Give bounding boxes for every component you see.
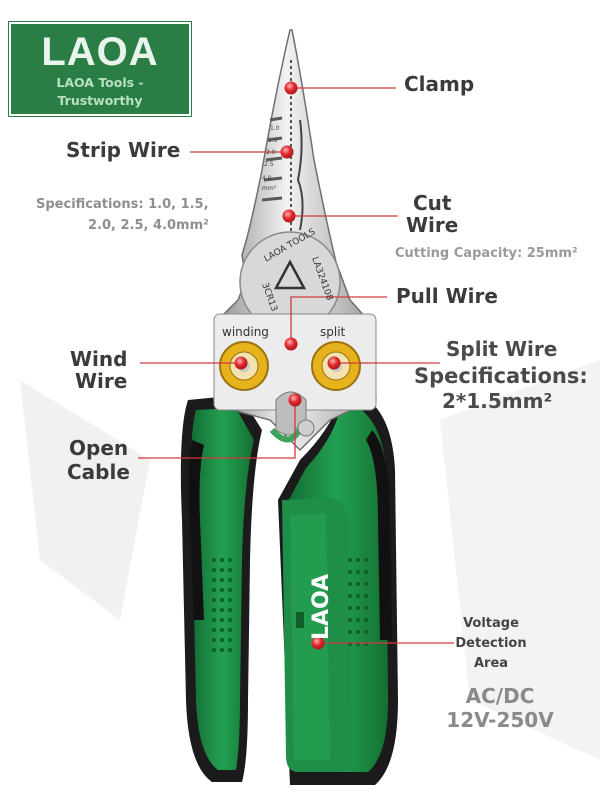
voltage-marker [311, 636, 325, 650]
logo-tagline-line1: LAOA Tools - [56, 75, 144, 90]
acdc-label: AC/DC [465, 684, 535, 708]
clamp-marker [284, 81, 298, 95]
open-cable-marker [288, 393, 302, 407]
cut-wire-marker [282, 209, 296, 223]
scale-4-0: 4.0 [262, 175, 272, 182]
strip-wire-label: Strip Wire [66, 138, 181, 162]
open-cable-label-line2: Cable [67, 460, 130, 484]
cut-wire-label-line2: Wire [406, 213, 459, 237]
voltage-line1: Voltage [463, 616, 519, 631]
open-cable-label-line1: Open [69, 436, 129, 460]
clamp-label: Clamp [404, 72, 475, 96]
right-handle [278, 395, 398, 785]
wind-wire-marker [234, 356, 248, 370]
voltage-detection-label: Voltage Detection Area [446, 614, 536, 674]
pliers-head [213, 29, 377, 452]
wind-wire-label-line2: Wire [75, 369, 128, 393]
split-wire-marker [327, 356, 341, 370]
strip-spec-line2: 2.0, 2.5, 4.0mm² [88, 218, 209, 233]
voltage-line2: Detection [455, 636, 527, 651]
scale-2-5: 2.5 [264, 161, 274, 168]
scale-2-0: 2.0 [266, 149, 276, 156]
wind-wire-label-line1: Wind [70, 347, 128, 371]
handle-brand: LAOA [309, 574, 334, 640]
logo-word: LAOA [41, 30, 159, 74]
open-leader [138, 400, 296, 459]
winding-marking: winding [222, 325, 269, 339]
split-spec-value: 2*1.5mm² [442, 389, 553, 413]
logo-tagline: LAOA Tools - Trustworthy [13, 74, 187, 110]
strip-wire-marker [280, 145, 294, 159]
brand-logo: LAOA LAOA Tools - Trustworthy [9, 22, 191, 116]
pull-leader [290, 296, 387, 344]
pull-wire-marker [284, 337, 298, 351]
left-handle [180, 395, 262, 782]
split-marking: split [320, 325, 346, 339]
voltage-line3: Area [473, 656, 509, 671]
split-spec-label: Specifications: [414, 364, 588, 388]
scale-1-5: 1.5 [268, 137, 278, 144]
strip-spec-line1: Specifications: 1.0, 1.5, [36, 197, 209, 212]
logo-tagline-line2: Trustworthy [57, 93, 143, 108]
split-wire-label: Split Wire [446, 337, 558, 361]
cut-capacity: Cutting Capacity: 25mm² [395, 246, 578, 261]
pull-wire-label: Pull Wire [396, 284, 498, 308]
voltage-range: AC/DC 12V-250V [440, 684, 560, 732]
cut-wire-label-line1: Cut [413, 191, 452, 215]
voltage-range-value: 12V-250V [446, 708, 554, 732]
scale-1-0: 1.0 [270, 125, 280, 132]
scale-unit: mm² [262, 185, 277, 192]
